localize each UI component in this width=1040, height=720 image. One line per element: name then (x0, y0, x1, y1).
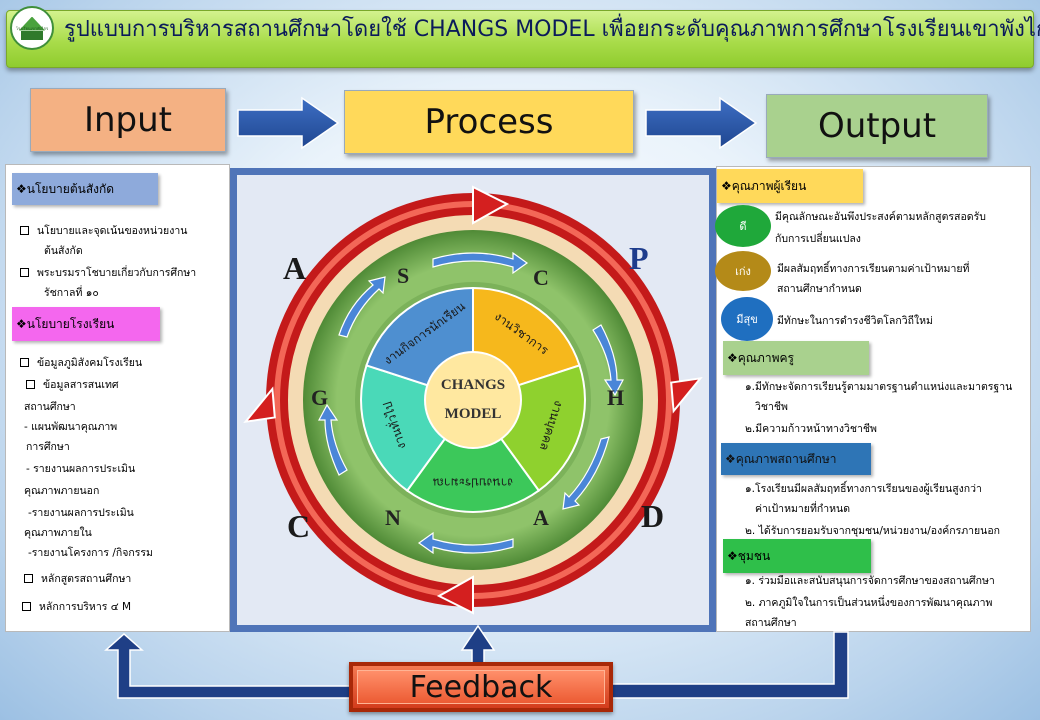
changs-letter: N (385, 505, 401, 530)
community-item: สถานศึกษา (745, 617, 797, 629)
school-item: -รายงานโครงการ /กิจกรรม (28, 547, 153, 559)
checkbox-icon (20, 268, 29, 277)
teacher-header: ❖คุณภาพครู (723, 341, 869, 375)
school-logo-icon: โรงเรียนเขาพังไกร (10, 6, 54, 50)
changs-cycle-diagram: งานวิชาการงานบุคคลงานงบประมาณงานทั่วไปงา… (243, 185, 703, 615)
community-item: ๒. ภาคภูมิใจในการเป็นส่วนหนึ่งของการพัฒน… (745, 597, 993, 609)
output-panel: ❖คุณภาพผู้เรียน ดี มีคุณลักษณะอันพึงประส… (715, 166, 1031, 632)
changs-letter: H (607, 385, 624, 410)
changs-letter: C (533, 265, 549, 290)
policy-item: พระบรมราโชบายเกี่ยวกับการศึกษา (20, 263, 196, 283)
process-to-output-arrow (645, 96, 758, 150)
center-label: CHANGS (441, 377, 505, 393)
changs-letter: S (397, 263, 409, 288)
school-item: สถานศึกษา (24, 401, 76, 413)
checkbox-icon (20, 226, 29, 235)
learner-level-text: มีคุณลักษณะอันพึงประสงค์ตามหลักสูตรสอดรั… (775, 211, 986, 223)
school-item: - รายงานผลการประเมิน (26, 463, 136, 475)
school-item: คุณภาพภายนอก (24, 485, 100, 497)
output-box: Output (766, 94, 988, 158)
badge-smart: เก่ง (715, 251, 771, 291)
school-quality-item: ค่าเป้าหมายที่กำหนด (755, 503, 851, 515)
title-bar (6, 10, 1034, 68)
checkbox-icon (22, 602, 31, 611)
segment-budget (405, 398, 541, 513)
center-label: MODEL (445, 406, 502, 422)
ring-arrow-icon (243, 386, 276, 424)
logo-text: โรงเรียนเขาพังไกร (15, 25, 49, 31)
input-to-process-arrow (237, 96, 340, 150)
learner-level-text: กับการเปลี่ยนแปลง (775, 233, 861, 245)
badge-happy: มีสุข (721, 297, 773, 341)
checkbox-icon (20, 358, 29, 367)
segment-label: งานงบประมาณ (433, 476, 514, 490)
school-item: ข้อมูลสารสนเทศ (26, 375, 119, 395)
feedback-box: Feedback (349, 662, 613, 712)
learner-level-text: สถานศึกษากำหนด (777, 283, 862, 295)
page-title: รูปแบบการบริหารสถานศึกษาโดยใช้ CHANGS MO… (64, 17, 1040, 42)
ring-arrow-icon (670, 376, 703, 414)
badge-good: ดี (715, 205, 771, 247)
ring-flow-arrows (318, 251, 624, 555)
pdca-letter: P (629, 240, 649, 276)
school-item: หลักสูตรสถานศึกษา (24, 569, 131, 589)
pdca-letter: A (283, 250, 306, 286)
policy-item: ต้นสังกัด (44, 245, 83, 257)
learner-header: ❖คุณภาพผู้เรียน (717, 169, 863, 203)
learner-level-text: มีผลสัมฤทธิ์ทางการเรียนตามค่าเป้าหมายที่ (777, 263, 970, 275)
checkbox-icon (24, 574, 33, 583)
pdca-letter: C (287, 508, 310, 544)
feedback-label: Feedback (357, 670, 605, 705)
model-center (424, 351, 522, 449)
school-item: การศึกษา (26, 441, 70, 453)
ring-arrow-icon (472, 185, 510, 225)
school-item: -รายงานผลการประเมิน (28, 507, 134, 519)
teacher-item: วิชาชีพ (755, 401, 788, 413)
school-item: - แผนพัฒนาคุณภาพ (24, 421, 118, 433)
pdca-letter: D (641, 498, 664, 534)
school-policy-header: ❖นโยบายโรงเรียน (12, 307, 160, 341)
school-quality-item: ๑.โรงเรียนมีผลสัมฤทธิ์ทางการเรียนของผู้เ… (745, 483, 982, 495)
policy-item: นโยบายและจุดเน้นของหน่วยงาน (20, 221, 187, 241)
changs-letter: G (311, 385, 328, 410)
teacher-item: ๒.มีความก้าวหน้าทางวิชาชีพ (745, 423, 877, 435)
community-item: ๑. ร่วมมือและสนับสนุนการจัดการศึกษาของสถ… (745, 575, 995, 587)
learner-level-text: มีทักษะในการดำรงชีวิตโลกวิถีใหม่ (777, 315, 933, 327)
school-item: หลักการบริหาร ๔ M (22, 597, 131, 617)
teacher-item: ๑.มีทักษะจัดการเรียนรู้ตามมาตรฐานตำแหน่ง… (745, 381, 1013, 393)
input-box: Input (30, 88, 226, 152)
policy-item: รัชกาลที่ ๑๐ (44, 287, 99, 299)
school-quality-item: ๒. ได้รับการยอมรับจากชุมชน/หน่วยงาน/องค์… (745, 525, 1001, 537)
changs-letter: A (533, 505, 549, 530)
school-quality-header: ❖คุณภาพสถานศึกษา (721, 443, 871, 475)
policy-header: ❖นโยบายต้นสังกัด (12, 173, 158, 205)
ring-arrow-icon (436, 575, 474, 615)
process-box: Process (344, 90, 634, 154)
school-item: ข้อมูลภูมิสังคมโรงเรียน (20, 353, 142, 373)
checkbox-icon (26, 380, 35, 389)
community-header: ❖ชุมชน (723, 539, 871, 573)
school-item: คุณภาพภายใน (24, 527, 92, 539)
input-panel: ❖นโยบายต้นสังกัด นโยบายและจุดเน้นของหน่ว… (5, 164, 230, 632)
